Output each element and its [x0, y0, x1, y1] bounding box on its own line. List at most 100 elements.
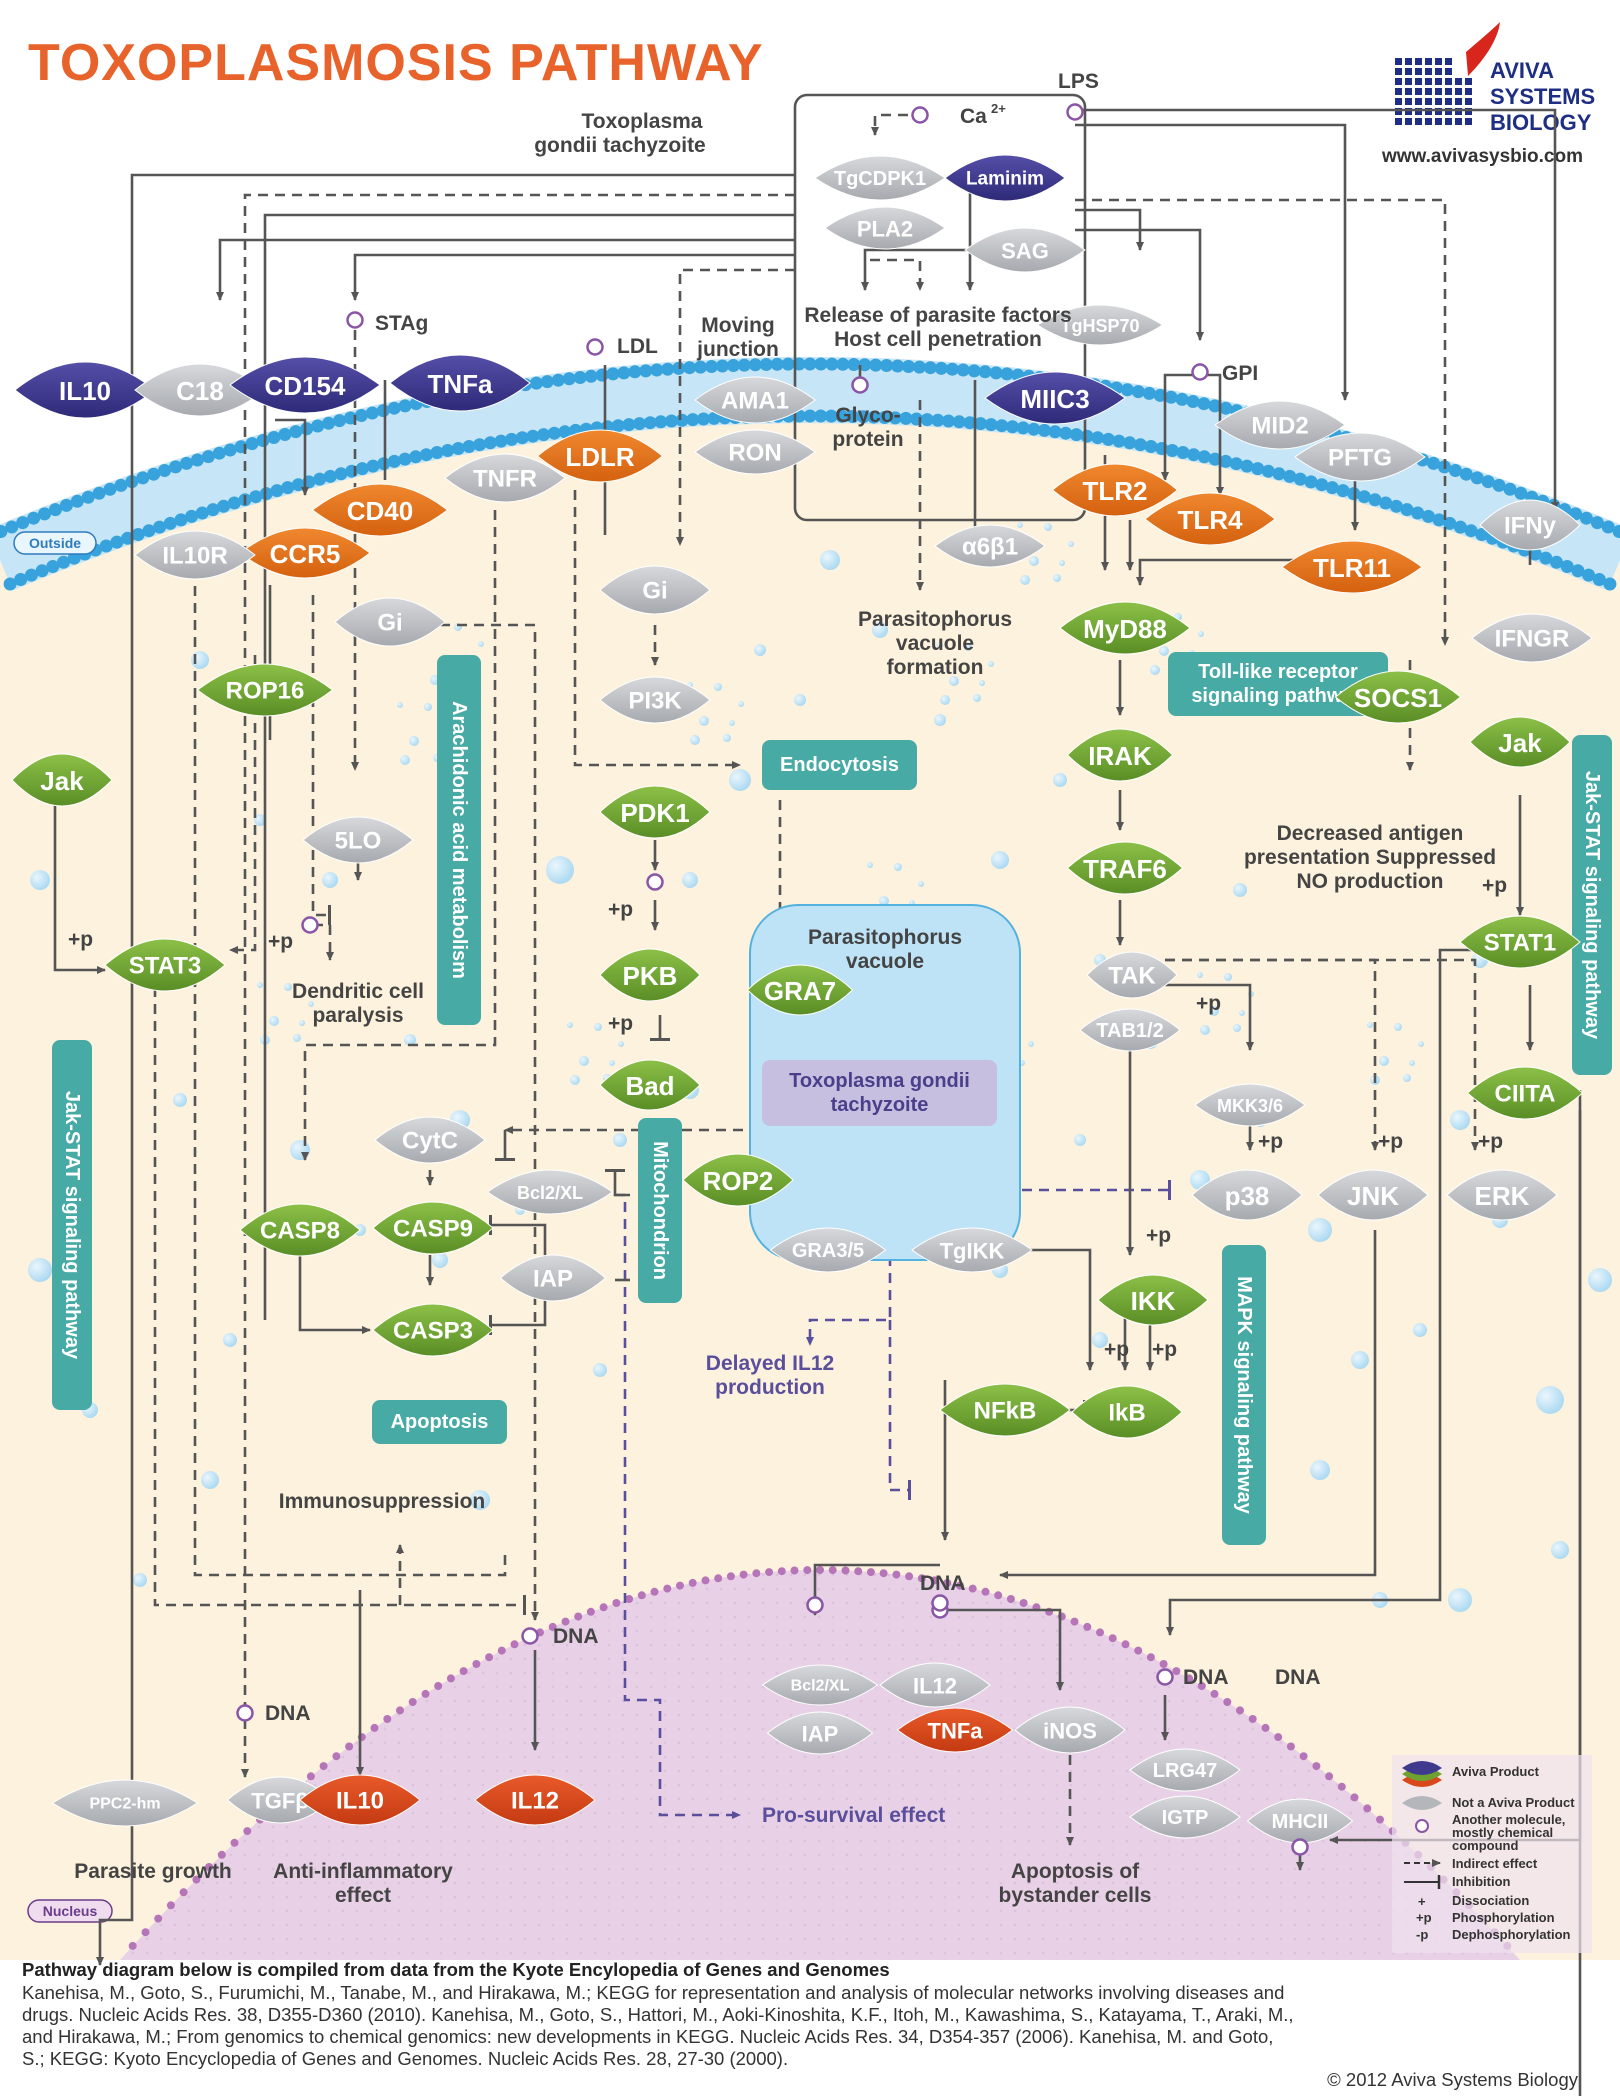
- node-gra35[interactable]: GRA3/5: [769, 1227, 887, 1273]
- nuclear-pore: [243, 1827, 252, 1836]
- node-jak_left[interactable]: Jak: [11, 753, 113, 807]
- node-casp3[interactable]: CASP3: [372, 1303, 494, 1357]
- node-shape: [1014, 1706, 1126, 1754]
- node-jnk[interactable]: JNK: [1317, 1169, 1429, 1221]
- nuclear-pore: [421, 1689, 430, 1698]
- node-stat3[interactable]: STAT3: [104, 938, 226, 992]
- vesicle: [937, 642, 943, 648]
- node-igtp[interactable]: IGTP: [1129, 1795, 1241, 1839]
- node-stat1[interactable]: STAT1: [1459, 915, 1581, 969]
- node-tak[interactable]: TAK: [1086, 951, 1178, 999]
- node-miic3[interactable]: MIIC3: [984, 371, 1126, 425]
- node-ciita[interactable]: CIITA: [1466, 1066, 1584, 1120]
- node-iap_n[interactable]: IAP: [766, 1711, 874, 1755]
- node-sag[interactable]: SAG: [964, 227, 1086, 273]
- node-pftg[interactable]: PFTG: [1294, 432, 1426, 482]
- node-ikk[interactable]: IKK: [1097, 1274, 1209, 1326]
- node-erk[interactable]: ERK: [1446, 1169, 1558, 1221]
- node-pdk1[interactable]: PDK1: [599, 785, 711, 839]
- connector-casp8-casp3: [298, 1255, 371, 1334]
- node-shape: [599, 565, 711, 615]
- node-label: TgIKK: [940, 1239, 1005, 1264]
- node-a6b1[interactable]: α6β1: [934, 524, 1046, 568]
- node-inos[interactable]: iNOS: [1014, 1706, 1126, 1754]
- node-ccr5[interactable]: CCR5: [239, 527, 371, 579]
- node-rop16[interactable]: ROP16: [196, 663, 334, 717]
- logo-url[interactable]: www.avivasysbio.com: [1381, 146, 1583, 167]
- node-casp9[interactable]: CASP9: [372, 1201, 494, 1255]
- label-ca-superscript: 2+: [991, 101, 1006, 116]
- node-ppc2[interactable]: PPC2-hm: [51, 1779, 199, 1827]
- node-il12_out[interactable]: IL12: [474, 1774, 596, 1826]
- node-myd88[interactable]: MyD88: [1059, 601, 1191, 655]
- node-il10r[interactable]: IL10R: [134, 530, 256, 580]
- node-label: Bcl2/XL: [517, 1183, 583, 1203]
- node-bcl2xl_n[interactable]: Bcl2/XL: [761, 1664, 879, 1706]
- node-ikb[interactable]: IkB: [1071, 1385, 1183, 1439]
- node-mkk36[interactable]: MKK3/6: [1194, 1083, 1306, 1127]
- node-tgcdpk1[interactable]: TgCDPK1: [814, 155, 946, 201]
- node-tnfa_top[interactable]: TNFa: [389, 354, 531, 412]
- node-5lo[interactable]: 5LO: [302, 816, 414, 864]
- node-cd40[interactable]: CD40: [311, 483, 449, 537]
- node-tgikk[interactable]: TgIKK: [911, 1227, 1033, 1273]
- node-gra7[interactable]: GRA7: [746, 964, 854, 1016]
- node-tnfr[interactable]: TNFR: [444, 453, 566, 503]
- node-shape: [1334, 670, 1462, 724]
- node-socs1[interactable]: SOCS1: [1334, 670, 1462, 724]
- node-c18[interactable]: C18: [134, 363, 266, 417]
- node-casp8[interactable]: CASP8: [239, 1203, 361, 1257]
- node-label: Jak: [1498, 728, 1542, 758]
- node-shape: [599, 785, 711, 839]
- node-il10_n[interactable]: IL10: [299, 1774, 421, 1826]
- node-ifny[interactable]: IFNy: [1479, 499, 1581, 551]
- node-tlr11[interactable]: TLR11: [1281, 540, 1423, 594]
- node-cytc[interactable]: CytC: [374, 1116, 486, 1164]
- membrane-head: [1165, 444, 1179, 457]
- membrane-head: [920, 413, 934, 427]
- node-ron[interactable]: RON: [694, 429, 816, 475]
- node-ama1[interactable]: AMA1: [694, 376, 816, 424]
- node-traf6[interactable]: TRAF6: [1066, 841, 1184, 895]
- node-gi_mid[interactable]: Gi: [599, 565, 711, 615]
- logo-cell: [1395, 68, 1402, 75]
- node-p38[interactable]: p38: [1191, 1169, 1303, 1221]
- node-tnfa_n[interactable]: TNFa: [896, 1707, 1014, 1753]
- node-irak[interactable]: IRAK: [1066, 728, 1174, 782]
- node-ifngr[interactable]: IFNGR: [1471, 613, 1593, 663]
- vesicle: [1068, 541, 1074, 547]
- node-iap[interactable]: IAP: [499, 1254, 607, 1302]
- node-bcl2xl[interactable]: Bcl2/XL: [486, 1169, 614, 1215]
- logo-cell: [1445, 88, 1452, 95]
- membrane-head: [334, 467, 348, 481]
- node-tlr2[interactable]: TLR2: [1051, 463, 1179, 517]
- membrane-head: [114, 478, 128, 492]
- node-ldlr[interactable]: LDLR: [536, 429, 664, 483]
- node-laminim[interactable]: Laminim: [944, 154, 1066, 202]
- node-lrg47[interactable]: LRG47: [1129, 1748, 1241, 1792]
- node-rop2[interactable]: ROP2: [682, 1153, 794, 1207]
- connector-tak-erk: [1165, 958, 1479, 1151]
- vesicle: [1418, 1041, 1424, 1047]
- references-heading: Pathway diagram below is compiled from d…: [22, 1959, 890, 1980]
- node-gi_left[interactable]: Gi: [334, 597, 446, 647]
- jakstat-left-box: [52, 1040, 92, 1410]
- node-il10_top[interactable]: IL10: [14, 361, 156, 419]
- node-pi3k[interactable]: PI3K: [599, 676, 711, 724]
- node-tgfb[interactable]: TGFβ: [226, 1776, 334, 1824]
- node-cd154[interactable]: CD154: [229, 356, 381, 414]
- node-tghsp70[interactable]: TgHSP70: [1036, 304, 1164, 346]
- node-tlr4[interactable]: TLR4: [1144, 492, 1276, 546]
- node-nfkb[interactable]: NFkB: [939, 1383, 1071, 1437]
- node-pla2[interactable]: PLA2: [824, 206, 946, 250]
- node-il12_n[interactable]: IL12: [879, 1662, 991, 1708]
- node-jak_right[interactable]: Jak: [1469, 716, 1571, 768]
- membrane-head: [995, 419, 1009, 433]
- node-mid2[interactable]: MID2: [1214, 400, 1346, 450]
- membrane-head: [57, 555, 70, 569]
- node-mhcii[interactable]: MHCII: [1246, 1798, 1354, 1844]
- node-tab12[interactable]: TAB1/2: [1079, 1008, 1181, 1052]
- node-pkb[interactable]: PKB: [599, 948, 701, 1002]
- node-label: TLR2: [1083, 476, 1148, 506]
- node-bad[interactable]: Bad: [599, 1059, 701, 1111]
